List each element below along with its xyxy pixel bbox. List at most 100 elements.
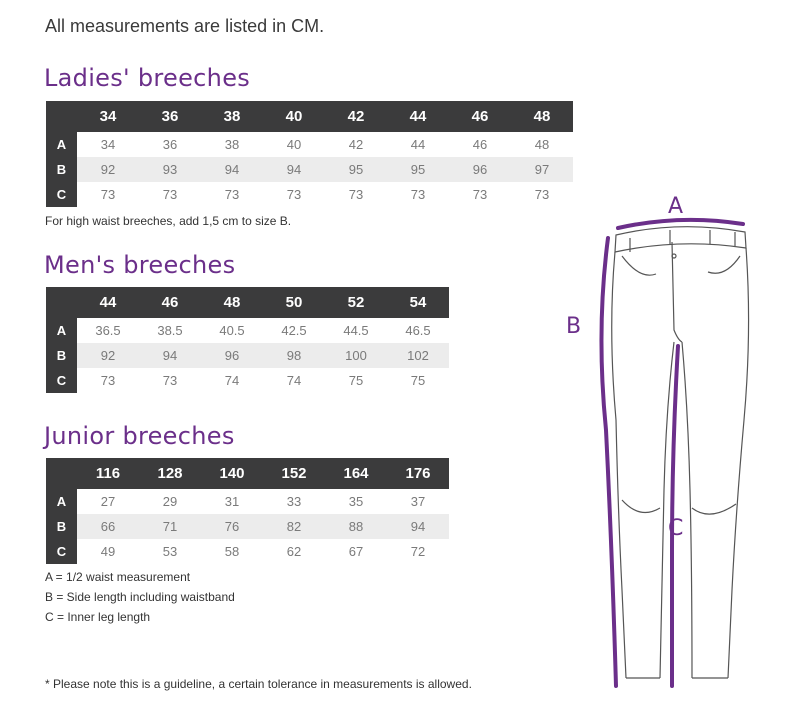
mens-header-row: 44 46 48 50 52 54 <box>46 287 449 318</box>
label-c: C <box>668 516 684 541</box>
table-cell: 58 <box>224 544 240 559</box>
table-cell: 88 <box>325 514 387 539</box>
table-cell: 94 <box>139 343 201 368</box>
table-cell: 100 <box>325 343 387 368</box>
header-corner <box>46 101 77 132</box>
table-cell: 102 <box>387 343 449 368</box>
table-row: C 49 53 58 62 67 72 <box>46 539 449 564</box>
row-label: B <box>46 514 77 539</box>
size-header: 140 <box>201 458 263 489</box>
size-header: 128 <box>139 458 201 489</box>
table-cell: 95 <box>387 157 449 182</box>
table-cell: 76 <box>201 514 263 539</box>
table-cell: 42.5 <box>281 323 307 338</box>
size-header: 48 <box>201 287 263 318</box>
table-cell: 97 <box>511 157 573 182</box>
table-cell: 74 <box>286 373 302 388</box>
size-header: 54 <box>387 287 449 318</box>
table-cell: 98 <box>263 343 325 368</box>
table-cell: 62 <box>286 544 302 559</box>
side-length-measure-line <box>599 236 618 688</box>
mens-title: Men's breeches <box>44 251 236 279</box>
legend-c: C = Inner leg length <box>45 610 151 624</box>
table-cell: 73 <box>100 373 116 388</box>
size-header: 40 <box>263 101 325 132</box>
table-cell: 44.5 <box>343 323 369 338</box>
inner-leg-measure-line <box>670 344 680 688</box>
table-cell: 82 <box>263 514 325 539</box>
table-cell: 75 <box>410 373 426 388</box>
table-cell: 75 <box>348 373 364 388</box>
table-cell: 66 <box>77 514 139 539</box>
table-row: A 34 36 38 40 42 44 46 48 <box>46 132 573 157</box>
ladies-title: Ladies' breeches <box>44 64 251 92</box>
size-header: 48 <box>511 101 573 132</box>
size-header: 44 <box>387 101 449 132</box>
table-cell: 49 <box>100 544 116 559</box>
ladies-header-row: 34 36 38 40 42 44 46 48 <box>46 101 573 132</box>
row-label: C <box>46 539 77 564</box>
table-cell: 93 <box>139 157 201 182</box>
breeches-illustration <box>599 217 750 688</box>
table-cell: 92 <box>77 343 139 368</box>
table-cell: 42 <box>348 137 364 152</box>
row-label: C <box>46 182 77 207</box>
table-cell: 37 <box>410 494 426 509</box>
waist-measure-line <box>616 217 745 230</box>
table-cell: 92 <box>77 157 139 182</box>
intro-text: All measurements are listed in CM. <box>45 16 325 36</box>
table-cell: 31 <box>224 494 240 509</box>
ladies-size-table: 34 36 38 40 42 44 46 48 A 34 36 38 40 42… <box>46 101 573 207</box>
size-header: 152 <box>263 458 325 489</box>
row-label: A <box>46 489 77 514</box>
size-header: 42 <box>325 101 387 132</box>
table-cell: 94 <box>387 514 449 539</box>
table-row: A 27 29 31 33 35 37 <box>46 489 449 514</box>
header-corner <box>46 458 77 489</box>
legend-b: B = Side length including waistband <box>45 590 235 604</box>
ladies-note: For high waist breeches, add 1,5 cm to s… <box>45 214 292 228</box>
footnote: * Please note this is a guideline, a cer… <box>45 677 472 691</box>
table-cell: 73 <box>534 187 550 202</box>
size-header: 38 <box>201 101 263 132</box>
table-cell: 94 <box>263 157 325 182</box>
table-cell: 72 <box>410 544 426 559</box>
table-row: B 92 93 94 94 95 95 96 97 <box>46 157 573 182</box>
table-cell: 73 <box>410 187 426 202</box>
size-header: 34 <box>77 101 139 132</box>
table-cell: 71 <box>139 514 201 539</box>
row-label: A <box>46 318 77 343</box>
label-b: B <box>566 314 582 339</box>
size-header: 36 <box>139 101 201 132</box>
size-header: 176 <box>387 458 449 489</box>
size-header: 116 <box>77 458 139 489</box>
size-header: 50 <box>263 287 325 318</box>
mens-size-table: 44 46 48 50 52 54 A 36.5 38.5 40.5 42.5 … <box>46 287 449 393</box>
table-cell: 36.5 <box>95 323 121 338</box>
table-cell: 33 <box>286 494 302 509</box>
size-header: 164 <box>325 458 387 489</box>
table-row: C 73 73 73 73 73 73 73 73 <box>46 182 573 207</box>
table-cell: 38 <box>224 137 240 152</box>
table-row: B 66 71 76 82 88 94 <box>46 514 449 539</box>
table-cell: 40 <box>286 137 302 152</box>
size-header: 44 <box>77 287 139 318</box>
table-cell: 67 <box>348 544 364 559</box>
label-a: A <box>668 194 684 219</box>
table-cell: 38.5 <box>157 323 183 338</box>
table-cell: 95 <box>325 157 387 182</box>
size-header: 46 <box>139 287 201 318</box>
table-cell: 74 <box>224 373 240 388</box>
table-cell: 35 <box>348 494 364 509</box>
breeches-outline <box>611 226 750 679</box>
table-row: B 92 94 96 98 100 102 <box>46 343 449 368</box>
table-cell: 96 <box>449 157 511 182</box>
row-label: A <box>46 132 77 157</box>
legend-a: A = 1/2 waist measurement <box>45 570 191 584</box>
row-label: C <box>46 368 77 393</box>
table-cell: 53 <box>162 544 178 559</box>
table-cell: 34 <box>100 137 116 152</box>
table-cell: 48 <box>534 137 550 152</box>
table-cell: 73 <box>162 187 178 202</box>
table-cell: 73 <box>472 187 488 202</box>
